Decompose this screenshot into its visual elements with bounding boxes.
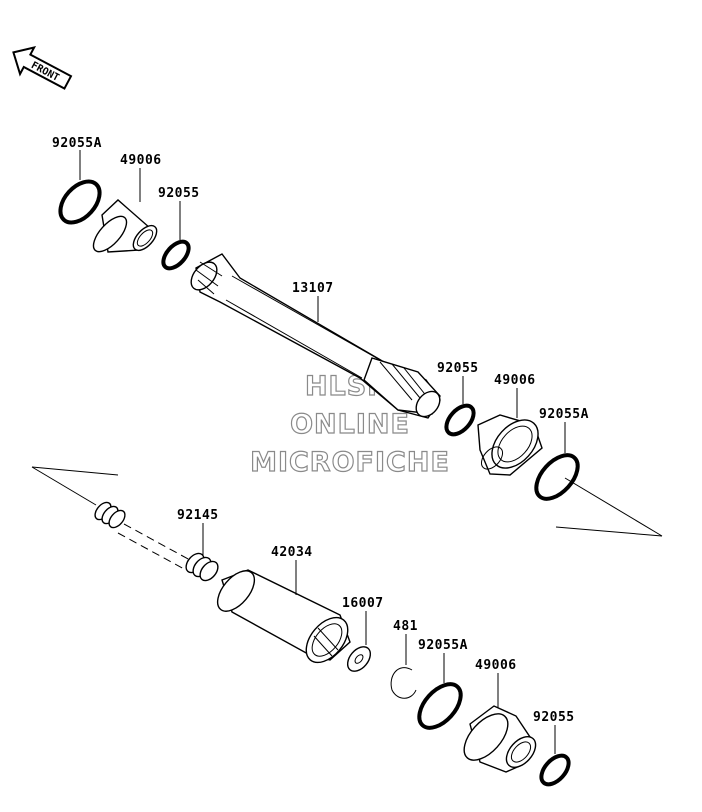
svg-text:42034: 42034 xyxy=(271,545,313,560)
label-92055-top-left: 92055 xyxy=(158,186,200,240)
svg-text:92055A: 92055A xyxy=(52,136,102,151)
label-49006-mid-right: 49006 xyxy=(494,373,536,418)
oring-92055A-top-left xyxy=(58,179,102,225)
label-92145: 92145 xyxy=(177,508,219,556)
svg-text:92055A: 92055A xyxy=(539,407,589,422)
front-arrow-icon: FRONT xyxy=(12,46,73,90)
oring-92055A-bottom xyxy=(417,682,463,730)
svg-text:92055A: 92055A xyxy=(418,638,468,653)
label-481: 481 xyxy=(393,619,418,665)
washer-16007 xyxy=(346,646,372,672)
label-42034: 42034 xyxy=(271,545,313,595)
label-92055-bottom: 92055 xyxy=(533,710,575,754)
label-49006-top-left: 49006 xyxy=(120,153,162,202)
svg-text:49006: 49006 xyxy=(494,373,536,388)
coupling-42034 xyxy=(216,569,351,664)
label-92055A-bottom: 92055A xyxy=(418,638,468,683)
svg-text:49006: 49006 xyxy=(120,153,162,168)
oring-92055-mid-right xyxy=(444,403,476,437)
oring-92055A-mid-right xyxy=(534,453,580,501)
svg-text:92055: 92055 xyxy=(437,361,479,376)
oring-92055-bottom xyxy=(539,753,571,787)
label-16007: 16007 xyxy=(342,596,384,645)
spring-92145-left xyxy=(94,501,126,529)
svg-text:49006: 49006 xyxy=(475,658,517,673)
boot-49006-bottom xyxy=(463,705,537,773)
axis-lines xyxy=(31,466,663,537)
watermark: HLSM ONLINE MICROFICHE xyxy=(249,370,450,478)
label-92055-mid-right: 92055 xyxy=(437,361,479,404)
oring-92055-top-left xyxy=(161,239,191,271)
dashed-guide-2 xyxy=(117,532,187,571)
boot-49006-mid-right xyxy=(477,414,543,476)
watermark-line-3: MICROFICHE xyxy=(250,447,450,478)
label-13107: 13107 xyxy=(292,281,334,322)
label-92055A-mid-right: 92055A xyxy=(539,407,589,453)
svg-text:13107: 13107 xyxy=(292,281,334,296)
circlip-481 xyxy=(390,667,417,699)
svg-text:92055: 92055 xyxy=(158,186,200,201)
svg-text:16007: 16007 xyxy=(342,596,384,611)
shaft-13107 xyxy=(190,253,441,419)
label-49006-bottom: 49006 xyxy=(475,658,517,708)
watermark-line-2: ONLINE xyxy=(290,409,410,440)
svg-text:92055: 92055 xyxy=(533,710,575,725)
svg-text:92145: 92145 xyxy=(177,508,219,523)
spring-92145-right xyxy=(185,552,219,582)
boot-49006-top-left xyxy=(92,199,158,253)
svg-text:481: 481 xyxy=(393,619,418,634)
label-92055A-top-left: 92055A xyxy=(52,136,102,180)
